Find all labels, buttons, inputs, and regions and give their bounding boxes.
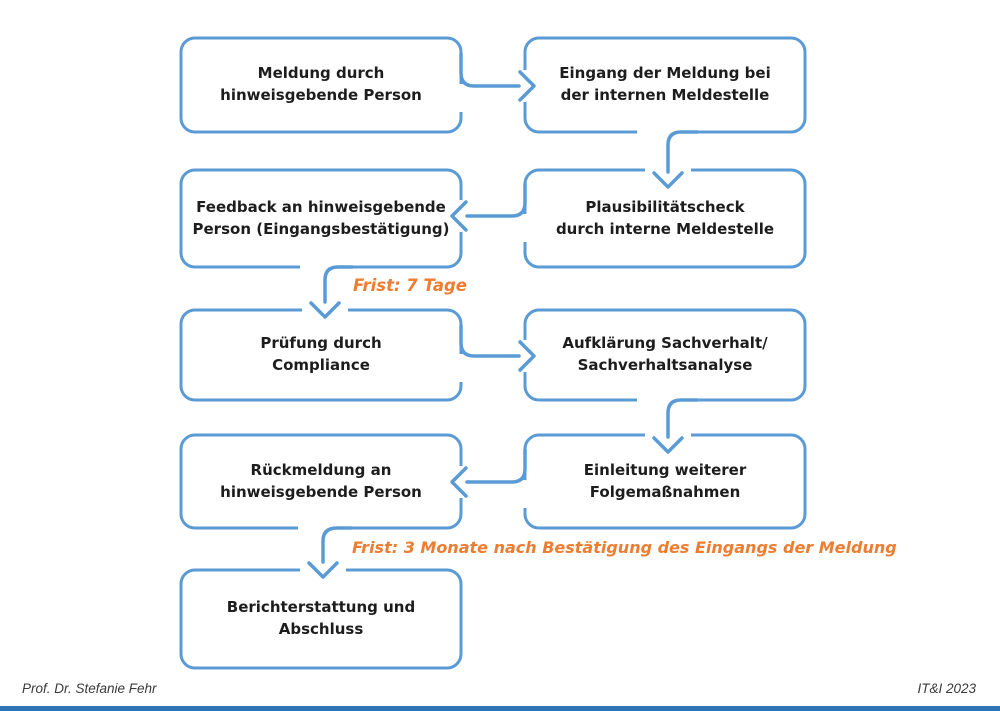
arrowhead-down-icon	[652, 436, 684, 454]
arrowhead-down-icon	[309, 301, 341, 319]
arrowhead-right-icon	[518, 70, 536, 102]
flow-box-pruefung	[179, 308, 463, 402]
arrowhead-left-icon	[450, 466, 468, 498]
arrowhead-down-icon	[652, 171, 684, 189]
flow-box-eingang	[523, 36, 807, 134]
flow-box-berichterstattung	[179, 568, 463, 670]
arrow-plausibilitaet-to-feedback	[465, 182, 527, 218]
arrow-eingang-to-plausibilitaet	[666, 130, 699, 174]
arrow-feedback-to-pruefung	[323, 265, 354, 304]
arrow-pruefung-to-aufklaerung	[459, 324, 521, 358]
arrowhead-right-icon	[518, 340, 536, 372]
arrow-aufklaerung-to-einleitung	[666, 398, 699, 439]
arrowhead-down-icon	[307, 561, 339, 579]
bottom-accent-bar	[0, 706, 1000, 711]
flow-box-feedback	[179, 168, 463, 269]
arrow-einleitung-to-rueckmeldung	[465, 448, 527, 484]
deadline-note-3-months: Frist: 3 Monate nach Bestätigung des Ein…	[352, 538, 897, 557]
footer-author: Prof. Dr. Stefanie Fehr	[22, 681, 157, 696]
arrowhead-left-icon	[450, 200, 468, 232]
footer-source: IT&I 2023	[917, 681, 976, 696]
deadline-note-7-days: Frist: 7 Tage	[353, 276, 467, 295]
arrow-rueckmeldung-to-berichterstattung	[321, 526, 353, 564]
flow-box-meldung	[179, 36, 463, 134]
flow-box-aufklaerung	[523, 308, 807, 402]
arrow-meldung-to-eingang	[459, 52, 521, 88]
flow-arrows	[307, 52, 699, 579]
flow-boxes	[179, 36, 807, 670]
flow-box-rueckmeldung	[179, 433, 463, 530]
